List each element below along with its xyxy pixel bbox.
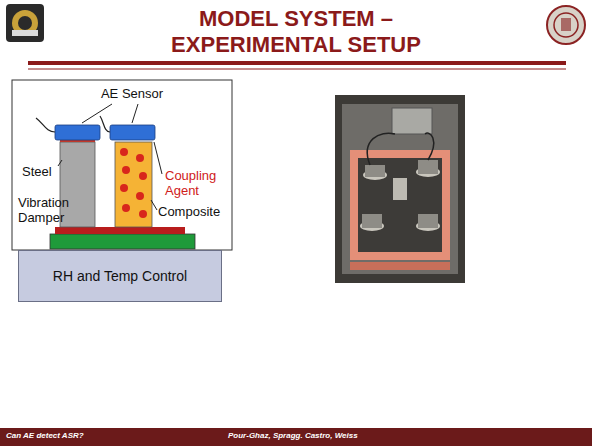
setup-photo xyxy=(335,95,465,283)
part-label: Coupling Agent xyxy=(165,168,227,198)
ae-sensor xyxy=(110,125,155,140)
footer-text: Can AE detect ASR? xyxy=(6,431,186,441)
part-label: Vibration Damper xyxy=(18,195,84,225)
part-label: Composite xyxy=(158,204,230,219)
university-logo xyxy=(6,4,44,42)
part-label: Steel xyxy=(22,164,72,179)
composite-specimen xyxy=(115,142,152,227)
control-box: RH and Temp Control xyxy=(18,250,222,302)
slide-title: MODEL SYSTEM – EXPERIMENTAL SETUP xyxy=(146,6,446,58)
part-label: AE Sensor xyxy=(92,86,172,101)
leader-line xyxy=(58,104,162,210)
aggregate-dots xyxy=(120,148,147,218)
sensor-cable xyxy=(36,118,55,132)
title-rule xyxy=(28,61,566,65)
sensor-cable xyxy=(100,116,110,132)
university-seal xyxy=(547,6,585,44)
vibration-damper xyxy=(55,227,185,234)
base-plate xyxy=(50,234,195,249)
enclosure xyxy=(12,80,232,250)
title-rule xyxy=(28,69,566,70)
footer-text: Pour-Ghaz, Spragg. Castro, Weiss xyxy=(228,431,488,441)
box-label: RH and Temp Control xyxy=(53,268,187,284)
ae-sensor xyxy=(55,125,100,140)
steel-specimen xyxy=(60,142,95,227)
